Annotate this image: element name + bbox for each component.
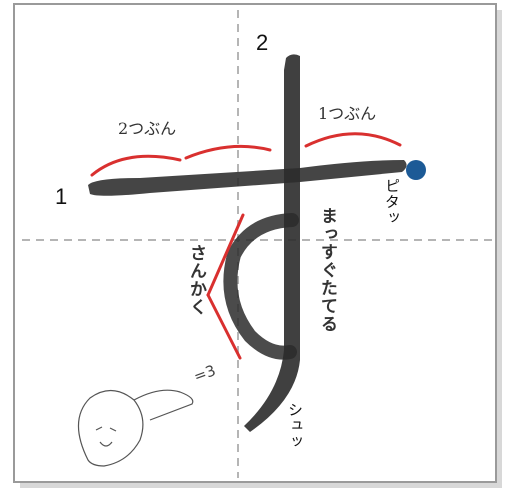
stroke-number-2: 2 [256,32,268,54]
frame-border [14,4,496,482]
left-segment-label: 2つぶん [118,121,176,137]
stroke-number-1: 1 [55,186,67,208]
stop-point-label: ピタッ [384,178,399,226]
triangle-label: さんかく [187,244,204,316]
sweep-end-label: シュッ [287,402,302,450]
right-segment-label: 1つぶん [318,106,376,122]
straight-vertical-label: まっすぐたてる [318,207,335,333]
stop-point-dot [406,160,426,180]
